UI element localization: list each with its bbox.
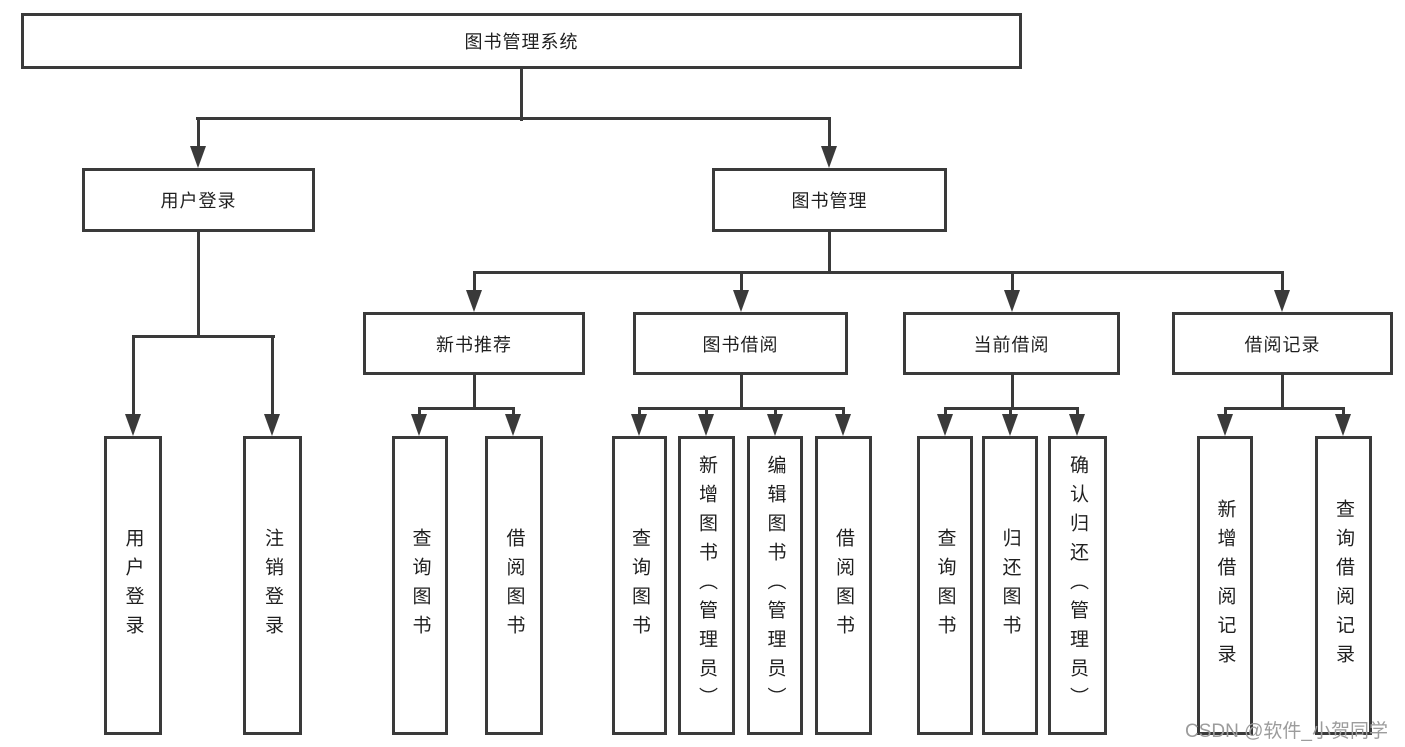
arrowhead-down-icon	[1069, 414, 1085, 436]
connector-vertical-line	[827, 232, 831, 274]
node-label: 图书管理	[791, 191, 868, 211]
node-label: 借阅记录	[1244, 334, 1321, 355]
leaf-query-borrow-record: 查询借阅记录	[1315, 436, 1372, 735]
arrowhead-down-icon	[190, 146, 206, 168]
connector-vertical-line	[1280, 375, 1284, 410]
node-label: 查询图书	[934, 527, 956, 644]
node-label: 当前借阅	[973, 334, 1050, 355]
connector-arrow-shaft	[270, 335, 274, 418]
leaf-logout: 注销登录	[243, 436, 302, 735]
node-label: 查询借阅记录	[1333, 498, 1354, 673]
leaf-query-books-borrowing: 查询图书	[612, 436, 667, 735]
connector-horizontal-line	[473, 271, 1284, 274]
connector-arrow-shaft	[1341, 407, 1345, 418]
connector-horizontal-line	[132, 335, 275, 338]
connector-horizontal-line	[638, 407, 845, 410]
connector-arrow-shaft	[841, 407, 845, 418]
node-label: 用户登录	[122, 527, 144, 644]
arrowhead-down-icon	[1004, 290, 1020, 312]
arrowhead-down-icon	[505, 414, 521, 436]
leaf-query-books-recommend: 查询图书	[392, 436, 448, 735]
node-book-borrowing: 图书借阅	[633, 312, 848, 375]
connector-horizontal-line	[1224, 407, 1345, 410]
leaf-query-books-current: 查询图书	[917, 436, 973, 735]
arrowhead-down-icon	[411, 414, 427, 436]
leaf-return-books: 归还图书	[982, 436, 1038, 735]
node-label: 查询图书	[409, 527, 431, 644]
csdn-watermark: CSDN @软件_小贺同学	[1185, 721, 1388, 742]
node-book-management: 图书管理	[712, 168, 947, 232]
connector-arrow-shaft	[511, 407, 515, 418]
connector-horizontal-line	[196, 117, 831, 120]
arrowhead-down-icon	[1335, 414, 1351, 436]
leaf-add-borrow-record: 新增借阅记录	[1197, 436, 1253, 735]
node-label: 新书推荐	[436, 334, 512, 355]
connector-arrow-shaft	[1075, 407, 1079, 418]
connector-arrow-shaft	[739, 271, 743, 294]
arrowhead-down-icon	[698, 414, 714, 436]
node-label: 查询图书	[629, 527, 650, 644]
arrowhead-down-icon	[1002, 414, 1018, 436]
node-label: 图书管理系统	[464, 32, 579, 52]
node-label: 注销登录	[262, 527, 283, 644]
connector-vertical-line	[1010, 375, 1014, 410]
arrowhead-down-icon	[835, 414, 851, 436]
arrowhead-down-icon	[1217, 414, 1233, 436]
connector-arrow-shaft	[131, 335, 135, 418]
leaf-confirm-return-admin: 确认归还（管理员）	[1048, 436, 1107, 735]
arrowhead-down-icon	[631, 414, 647, 436]
node-label: 图书借阅	[702, 334, 779, 355]
arrowhead-down-icon	[821, 146, 837, 168]
leaf-edit-books-admin: 编辑图书（管理员）	[747, 436, 803, 735]
node-label: 新增借阅记录	[1214, 498, 1236, 673]
connector-vertical-line	[472, 375, 476, 410]
connector-arrow-shaft	[1223, 407, 1227, 418]
connector-arrow-shaft	[827, 117, 831, 150]
connector-arrow-shaft	[704, 407, 708, 418]
node-label: 用户登录	[160, 191, 237, 211]
connector-vertical-line	[519, 69, 523, 121]
arrowhead-down-icon	[264, 414, 280, 436]
connector-vertical-line	[196, 232, 200, 338]
node-label: 确认归还（管理员）	[1067, 455, 1088, 716]
connector-arrow-shaft	[1280, 271, 1284, 294]
node-label: 新增图书（管理员）	[696, 455, 717, 716]
node-new-book-recommend: 新书推荐	[363, 312, 585, 375]
arrowhead-down-icon	[125, 414, 141, 436]
leaf-borrow-books: 借阅图书	[815, 436, 872, 735]
connector-arrow-shaft	[196, 117, 200, 150]
node-borrowing-records: 借阅记录	[1172, 312, 1393, 375]
leaf-add-books-admin: 新增图书（管理员）	[678, 436, 735, 735]
arrowhead-down-icon	[466, 290, 482, 312]
node-label: 编辑图书（管理员）	[764, 455, 786, 716]
connector-arrow-shaft	[773, 407, 777, 418]
node-current-borrowing: 当前借阅	[903, 312, 1120, 375]
connector-arrow-shaft	[637, 407, 641, 418]
node-root-library-system: 图书管理系统	[21, 13, 1022, 69]
node-label: 借阅图书	[833, 527, 854, 644]
connector-arrow-shaft	[943, 407, 947, 418]
node-label: 借阅图书	[503, 527, 525, 644]
arrowhead-down-icon	[733, 290, 749, 312]
connector-horizontal-line	[418, 407, 515, 410]
arrowhead-down-icon	[1274, 290, 1290, 312]
leaf-user-login: 用户登录	[104, 436, 162, 735]
node-label: 归还图书	[999, 527, 1021, 644]
connector-vertical-line	[739, 375, 743, 410]
node-user-login: 用户登录	[82, 168, 315, 232]
arrowhead-down-icon	[767, 414, 783, 436]
connector-arrow-shaft	[417, 407, 421, 418]
leaf-borrow-books-recommend: 借阅图书	[485, 436, 543, 735]
connector-horizontal-line	[944, 407, 1079, 410]
connector-arrow-shaft	[1008, 407, 1012, 418]
arrowhead-down-icon	[937, 414, 953, 436]
connector-arrow-shaft	[472, 271, 476, 294]
connector-arrow-shaft	[1010, 271, 1014, 294]
